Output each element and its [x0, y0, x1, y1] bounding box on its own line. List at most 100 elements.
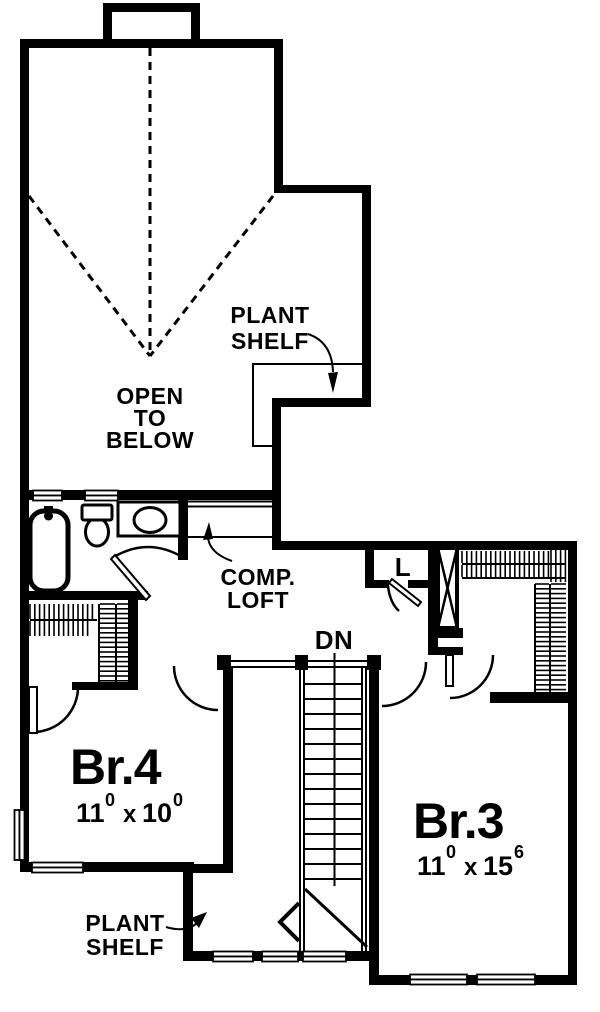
br3-door-leaf	[445, 654, 454, 687]
wall-segment	[369, 951, 379, 985]
open-to-below-label-line3: BELOW	[106, 427, 194, 453]
hall-door-swing	[381, 661, 428, 708]
bathroom-fixtures	[27, 500, 182, 594]
wall-segment	[272, 398, 281, 550]
dashed-valley-line-left	[27, 195, 152, 357]
wall-segment	[272, 398, 371, 407]
tub-drain-icon	[44, 511, 53, 521]
bedroom3-dim-length: 15	[483, 851, 513, 881]
wall-segment	[21, 39, 283, 48]
chimney-interior	[112, 12, 191, 39]
staircase	[299, 668, 367, 951]
wall-segment	[437, 628, 463, 638]
open-to-below-label-line2: TO	[134, 405, 167, 431]
dashed-valley-line-right	[148, 195, 275, 357]
wall-segment	[20, 591, 148, 600]
chase-x-box	[436, 546, 459, 630]
leader-arrows	[165, 333, 369, 949]
bedroom4-name: Br.4	[70, 739, 162, 795]
bedroom4-dim-width-sup: 0	[105, 790, 115, 810]
thin-lines	[30, 500, 566, 692]
plant-shelf-top-label-line1: PLANT	[230, 302, 309, 328]
wall-segment	[272, 541, 577, 550]
sink-basin	[132, 506, 168, 534]
wall-segment	[490, 692, 577, 703]
window	[302, 955, 347, 963]
wall-segment	[72, 682, 138, 690]
bedroom3-dim-length-sup: 6	[514, 842, 524, 862]
plant-shelf-top-arrowhead-icon	[328, 372, 338, 393]
wall-segment	[20, 39, 29, 872]
linen-door-leaf	[387, 577, 423, 608]
wall-segment	[362, 185, 371, 407]
wall-segment	[568, 541, 577, 985]
wall-segment	[365, 580, 389, 588]
stair-direction-arrowhead-icon	[277, 901, 301, 943]
bathroom-door-leaf	[109, 553, 152, 602]
wall-segment	[274, 39, 283, 193]
window	[84, 494, 119, 502]
closet-shelving-hatch	[29, 549, 567, 691]
ceiling-break-dashed-lines	[27, 48, 275, 357]
stairs-down-label: DN	[315, 625, 354, 655]
wall-segment	[367, 655, 381, 670]
window	[476, 978, 536, 986]
br4-closet-door-swing	[33, 686, 80, 734]
plant-shelf-bottom-leader	[165, 922, 198, 931]
linen-door-swing	[386, 585, 400, 612]
plant-shelf-top-outline	[252, 363, 368, 447]
bedroom3-dim-width-sup: 0	[446, 842, 456, 862]
window	[31, 866, 84, 874]
wall-segment	[20, 490, 281, 500]
comp-loft-label-line1: COMP.	[221, 564, 296, 590]
bedroom3-dim-separator: x	[464, 854, 478, 881]
wall-segment	[274, 185, 371, 193]
bedroom3-dim-width: 11	[417, 851, 446, 881]
plant-shelf-bottom-arrowhead-icon	[191, 912, 207, 928]
window	[32, 494, 63, 502]
door-swings	[28, 545, 495, 734]
tub-faucet-icon	[44, 506, 53, 513]
wall-segment	[183, 864, 233, 873]
wall-segment	[183, 864, 193, 961]
plant-shelf-top-leader	[307, 333, 334, 373]
br3-door-swing	[449, 654, 495, 700]
labels: OPEN TO BELOW PLANT SHELF COMP. LOFT L D…	[70, 302, 524, 960]
linen-closet-label: L	[395, 552, 411, 582]
windows	[13, 489, 536, 986]
bathtub	[27, 508, 71, 594]
wall-segment	[365, 548, 374, 588]
plant-shelf-bottom-label-line1: PLANT	[85, 910, 164, 936]
window	[261, 955, 299, 963]
bathroom-door-swing	[111, 545, 185, 560]
bedroom4-dim-length-sup: 0	[173, 790, 183, 810]
wall-segment	[369, 668, 379, 975]
toilet-tank	[80, 503, 114, 522]
window	[212, 955, 254, 963]
wall-segment	[438, 647, 463, 655]
open-to-below-label-line1: OPEN	[116, 383, 183, 409]
bedroom4-dim-length: 10	[142, 798, 172, 828]
br4-closet-door-leaf	[28, 686, 38, 734]
wall-segment	[20, 862, 194, 872]
wall-segment	[223, 668, 233, 867]
wall-segment	[408, 580, 438, 588]
wall-segment	[217, 655, 231, 670]
wall-segment	[428, 548, 438, 655]
bedroom4-dim-separator: x	[123, 801, 137, 828]
br4-entry-door-swing	[172, 665, 219, 712]
toilet-bowl	[84, 516, 110, 548]
wall-segment	[369, 975, 577, 985]
plant-shelf-bottom-label-line2: SHELF	[86, 934, 164, 960]
window	[18, 809, 26, 861]
stair-break-line	[303, 887, 369, 949]
wall-segment	[178, 490, 188, 560]
bedroom4-dim-width: 11	[76, 798, 105, 828]
chase-x-line	[436, 547, 459, 629]
comp-loft-arrowhead-icon	[203, 522, 213, 540]
plant-shelf-top-label-line2: SHELF	[231, 328, 309, 354]
comp-loft-label-line2: LOFT	[227, 587, 289, 613]
bedroom3-name: Br.3	[413, 793, 504, 849]
